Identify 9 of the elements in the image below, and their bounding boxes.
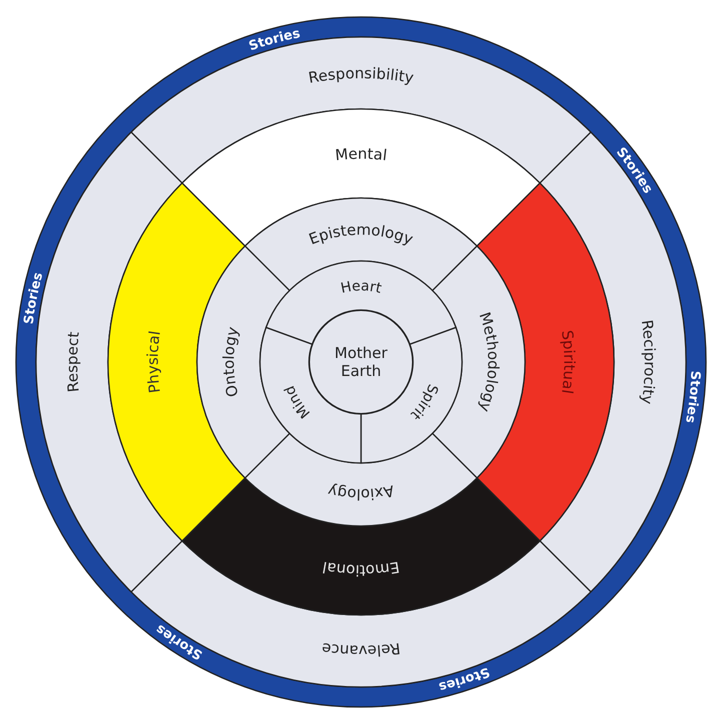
- segment-label: Responsibility: [307, 64, 415, 87]
- center-label: Mother Earth: [334, 344, 388, 380]
- segment-label: Relevance: [320, 639, 402, 660]
- segment-label: Mental: [334, 144, 388, 164]
- ring-label: Stories: [247, 26, 302, 54]
- segment-label: Emotional: [321, 558, 401, 580]
- segment-label: Epistemology: [306, 220, 416, 248]
- segment-label: Axiology: [326, 481, 396, 504]
- segment-label: Heart: [339, 278, 384, 297]
